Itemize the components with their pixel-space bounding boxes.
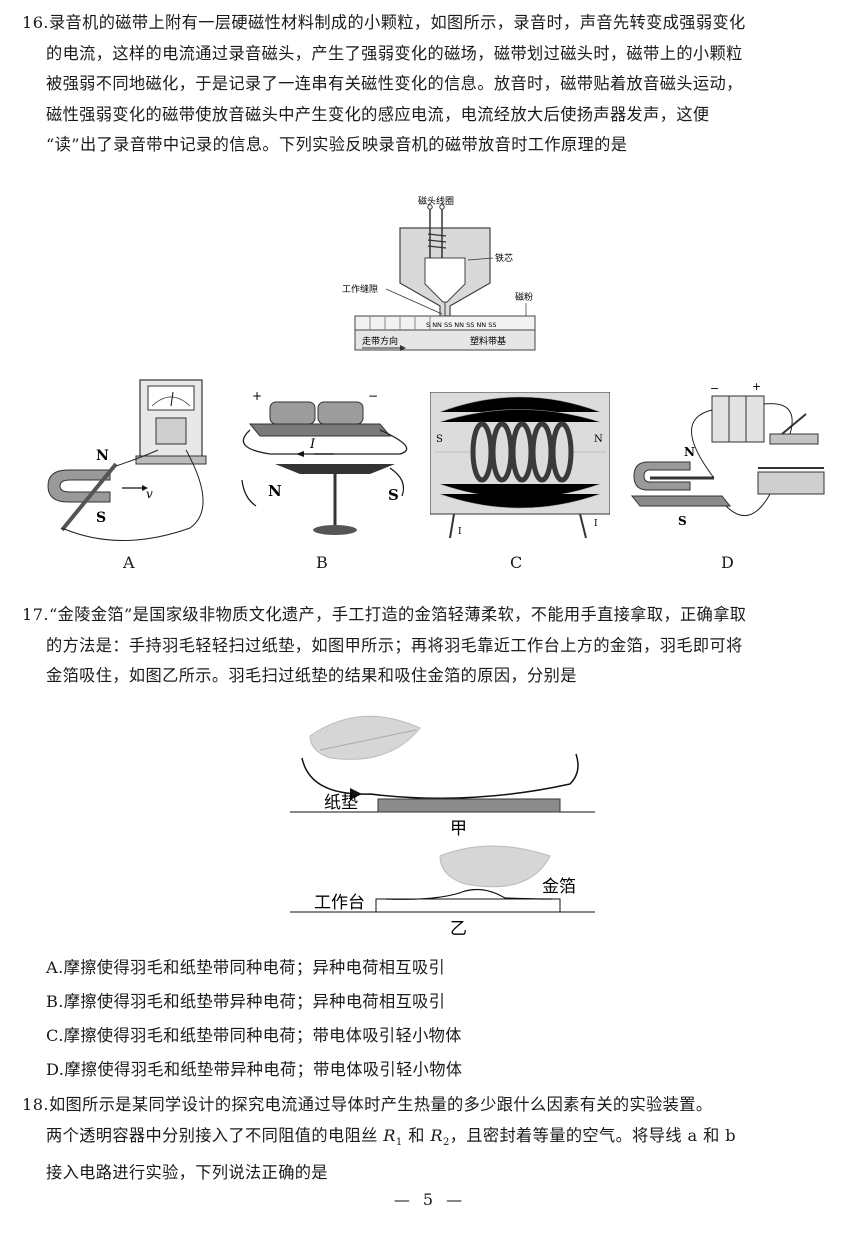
- foil-label: 金箔: [542, 877, 576, 897]
- fig-b-i-label: I: [309, 437, 316, 452]
- core-label: 铁芯: [495, 252, 513, 264]
- r1-symbol: R: [383, 1125, 396, 1145]
- fig-a-s-label: S: [96, 510, 106, 526]
- fig-c-n-label: N: [594, 434, 603, 445]
- tape-head-diagram: S NN SS NN SS NN SS 磁头线圈 铁芯 工作缝隙 磁粉 走带方向…: [340, 188, 540, 358]
- q18-line-1: 18.如图所示是某同学设计的探究电流通过导体时产生热量的多少跟什么因素有关的实验…: [22, 1095, 713, 1114]
- q18-line-2-c: ，且密封着等量的空气。将导线 a 和 b: [449, 1125, 736, 1145]
- q17-line-1: 17.“金陵金箔”是国家级非物质文化遗产，手工打造的金箔轻薄柔软，不能用手直接拿…: [22, 605, 747, 624]
- q17-line-2: 的方法是：手持羽毛轻轻扫过纸垫，如图甲所示；再将羽毛靠近工作台上方的金箔，羽毛即…: [46, 635, 743, 655]
- coil-label: 磁头线圈: [418, 195, 454, 207]
- fig-c-s-label: S: [436, 434, 443, 445]
- option-d-label: D: [721, 553, 734, 572]
- q16-line-3: 被强弱不同地磁化，于是记录了一连串有关磁性变化的信息。放音时，磁带贴着放音磁头运…: [46, 74, 743, 93]
- q17-line-3: 金箔吸住，如图乙所示。羽毛扫过纸垫的结果和吸住金箔的原因，分别是: [46, 666, 577, 685]
- q16-line-1: 16.录音机的磁带上附有一层硬磁性材料制成的小颗粒，如图所示，录音时，声音先转变…: [22, 13, 746, 32]
- arrow-right-icon: [400, 345, 406, 351]
- current-arrow-icon: [296, 451, 304, 457]
- fig-d-plus-label: +: [752, 380, 761, 393]
- fig-a-n-label: N: [96, 448, 109, 464]
- q18-line-2-b: 和: [402, 1125, 431, 1145]
- fig-d-minus-label: −: [710, 382, 719, 395]
- direction-label: 走带方向: [362, 335, 398, 347]
- q17-choice-d: D.摩擦使得羽毛和纸垫带异种电荷；带电体吸引轻小物体: [46, 1060, 463, 1079]
- figure-d-motor: − + N S: [630, 380, 825, 528]
- option-c-label: C: [510, 553, 523, 572]
- r1-subscript: 1: [395, 1136, 403, 1148]
- fig-b-minus-label: −: [368, 389, 378, 403]
- figure-c-solenoid: S N I I: [430, 392, 610, 539]
- option-b-label: B: [316, 553, 328, 572]
- fig-b-s-label: S: [388, 486, 399, 504]
- figure-b-oersted: + − I N S: [241, 389, 408, 535]
- r2-subscript: 2: [442, 1136, 450, 1148]
- fig-a-v-label: v: [146, 487, 153, 501]
- fig-yi-label: 乙: [450, 919, 467, 939]
- q16-line-2: 的电流，这样的电流通过录音磁头，产生了强弱变化的磁场，磁带划过磁头时，磁带上的小…: [46, 43, 743, 63]
- base-label: 塑料带基: [470, 335, 506, 347]
- question-17-text: 17.“金陵金箔”是国家级非物质文化遗产，手工打造的金箔轻薄柔软，不能用手直接拿…: [22, 600, 838, 692]
- q17-choice-c: C.摩擦使得羽毛和纸垫带同种电荷；带电体吸引轻小物体: [46, 1026, 462, 1045]
- powder-label: 磁粉: [515, 291, 533, 303]
- q16-line-4: 磁性强弱变化的磁带使放音磁头中产生变化的感应电流，电流经放大后使扬声器发声，这便: [46, 104, 710, 124]
- q17-choice-b: B.摩擦使得羽毛和纸垫带异种电荷；异种电荷相互吸引: [46, 992, 446, 1011]
- fig-d-s-label: S: [678, 514, 687, 528]
- table-label: 工作台: [314, 893, 365, 913]
- tape-poles-label: S NN SS NN SS NN SS: [426, 321, 496, 329]
- fig-c-i2-label: I: [594, 519, 598, 529]
- fig-c-i1-label: I: [458, 527, 462, 537]
- q16-line-5: “读”出了录音带中记录的信息。下列实验反映录音机的磁带放音时工作原理的是: [46, 135, 628, 154]
- pad-label: 纸垫: [324, 793, 358, 813]
- option-a-label: A: [123, 553, 135, 572]
- question-16-text: 16.录音机的磁带上附有一层硬磁性材料制成的小颗粒，如图所示，录音时，声音先转变…: [22, 8, 838, 161]
- q18-line-2-a: 两个透明容器中分别接入了不同阻值的电阻丝: [46, 1125, 384, 1145]
- page-number: — 5 —: [393, 1190, 467, 1209]
- velocity-arrow-icon: [142, 485, 148, 491]
- gap-label: 工作缝隙: [342, 283, 378, 295]
- question-18-text: 18.如图所示是某同学设计的探究电流通过导体时产生热量的多少跟什么因素有关的实验…: [22, 1090, 838, 1189]
- sweep-arrow-icon: [350, 788, 362, 800]
- fig-jia-label: 甲: [450, 819, 467, 839]
- feather-figure: 纸垫 甲 工作台 金箔 乙: [290, 715, 595, 939]
- q17-choice-a: A.摩擦使得羽毛和纸垫带同种电荷；异种电荷相互吸引: [46, 958, 446, 977]
- fig-b-n-label: N: [268, 482, 282, 500]
- q18-line-3: 接入电路进行实验，下列说法正确的是: [46, 1163, 328, 1183]
- r2-symbol: R: [430, 1125, 443, 1145]
- q18-line-2: 两个透明容器中分别接入了不同阻值的电阻丝 R1 和 R2，且密封着等量的空气。将…: [22, 1121, 838, 1159]
- fig-b-plus-label: +: [252, 389, 262, 403]
- figure-a-generator: N S v: [47, 379, 207, 541]
- fig-d-n-label: N: [684, 445, 695, 459]
